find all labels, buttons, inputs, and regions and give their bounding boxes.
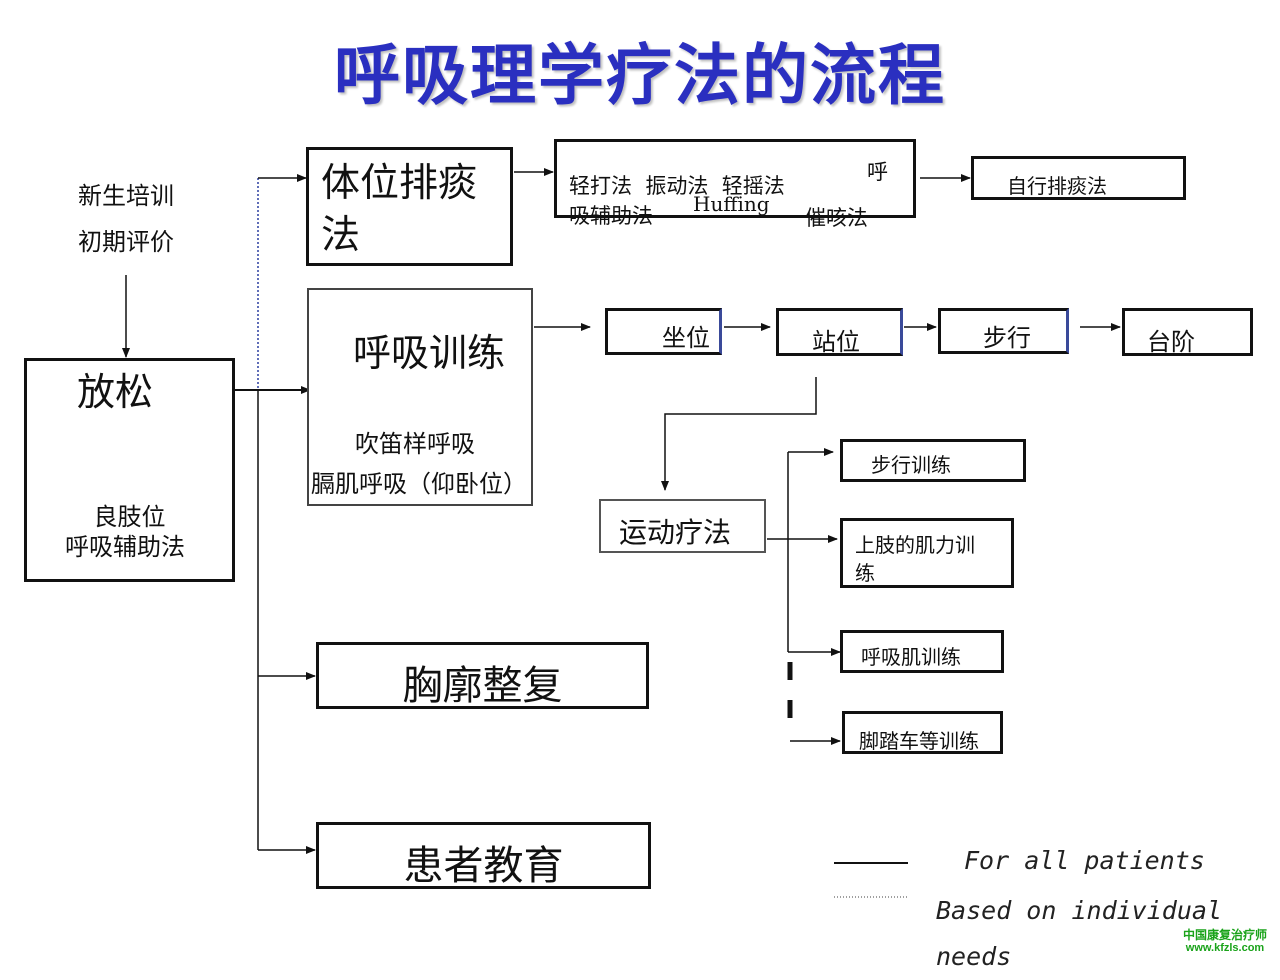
- progress-standing-box: 站位: [776, 308, 903, 356]
- initial-eval-label: 初期评价: [78, 228, 174, 256]
- progress-sitting-box: 坐位: [605, 308, 722, 355]
- exercise-label: 运动疗法: [619, 516, 732, 549]
- self-drainage-label: 自行排痰法: [1007, 174, 1107, 198]
- techniques-line2b: 催咳法: [805, 206, 868, 230]
- techniques-line2a: 吸辅助法: [569, 204, 653, 228]
- breath-assist-label: 呼吸辅助法: [65, 533, 185, 561]
- progress-stairs-box: 台阶: [1122, 308, 1253, 356]
- breathing-label: 呼吸训练: [353, 331, 506, 375]
- techniques-huffing: Huffing: [693, 192, 770, 216]
- self-drainage-box: 自行排痰法: [971, 156, 1186, 200]
- techniques-hu: 呼: [867, 160, 888, 184]
- arrow-standing-to-exercise: [661, 377, 817, 491]
- education-label: 患者教育: [403, 843, 564, 889]
- relax-box: 放松 良肢位 呼吸辅助法: [24, 358, 235, 582]
- legend-solid-text: For all patients: [964, 846, 1205, 875]
- diaphragm-label: 膈肌呼吸（仰卧位）: [311, 470, 527, 498]
- watermark-line1: 中国康复治疗师: [1182, 928, 1267, 942]
- new-training-label: 新生培训: [78, 182, 174, 210]
- progress-walking-box: 步行: [938, 308, 1069, 354]
- chest-label: 胸廓整复: [402, 663, 563, 709]
- diagram-title: 呼吸理学疗法的流程: [334, 37, 946, 114]
- progress-walking-label: 步行: [983, 324, 1031, 352]
- exercise-item-upper-limb: 上肢的肌力训 练: [855, 533, 975, 585]
- drainage-box: 体位排痰法: [306, 147, 513, 266]
- exercise-item-bicycle: 脚踏车等训练: [859, 729, 979, 753]
- legend-dotted-text: Based on individual needs: [936, 896, 1222, 971]
- limb-position-label: 良肢位: [93, 503, 166, 531]
- breathing-box: 呼吸训练 吹笛样呼吸 膈肌呼吸（仰卧位）: [307, 288, 533, 506]
- exercise-item-walk-box: 步行训练: [840, 439, 1026, 482]
- drainage-label: 体位排痰法: [321, 161, 478, 258]
- exercise-item-walk: 步行训练: [871, 453, 951, 477]
- exercise-box: 运动疗法: [599, 499, 766, 553]
- exercise-item-upper-limb-box: 上肢的肌力训 练: [840, 518, 1014, 588]
- relax-label: 放松: [77, 370, 154, 414]
- connector-layer: [122, 168, 1121, 898]
- exercise-item-bicycle-box: 脚踏车等训练: [842, 711, 1003, 754]
- exercise-item-resp-muscle: 呼吸肌训练: [861, 645, 961, 669]
- progress-sitting-label: 坐位: [662, 324, 710, 352]
- progress-standing-label: 站位: [812, 328, 860, 356]
- drainage-techniques-box: 轻打法 振动法 轻摇法 呼 吸辅助法 Huffing 催咳法: [554, 139, 916, 230]
- techniques-line1: 轻打法 振动法 轻摇法: [569, 174, 785, 198]
- exercise-item-resp-muscle-box: 呼吸肌训练: [840, 630, 1004, 673]
- pursed-lip-label: 吹笛样呼吸: [355, 430, 475, 458]
- chest-box: 胸廓整复: [316, 642, 649, 709]
- progress-stairs-label: 台阶: [1147, 328, 1195, 356]
- education-box: 患者教育: [316, 822, 651, 889]
- watermark-line2: www.kfzls.com: [1185, 942, 1265, 954]
